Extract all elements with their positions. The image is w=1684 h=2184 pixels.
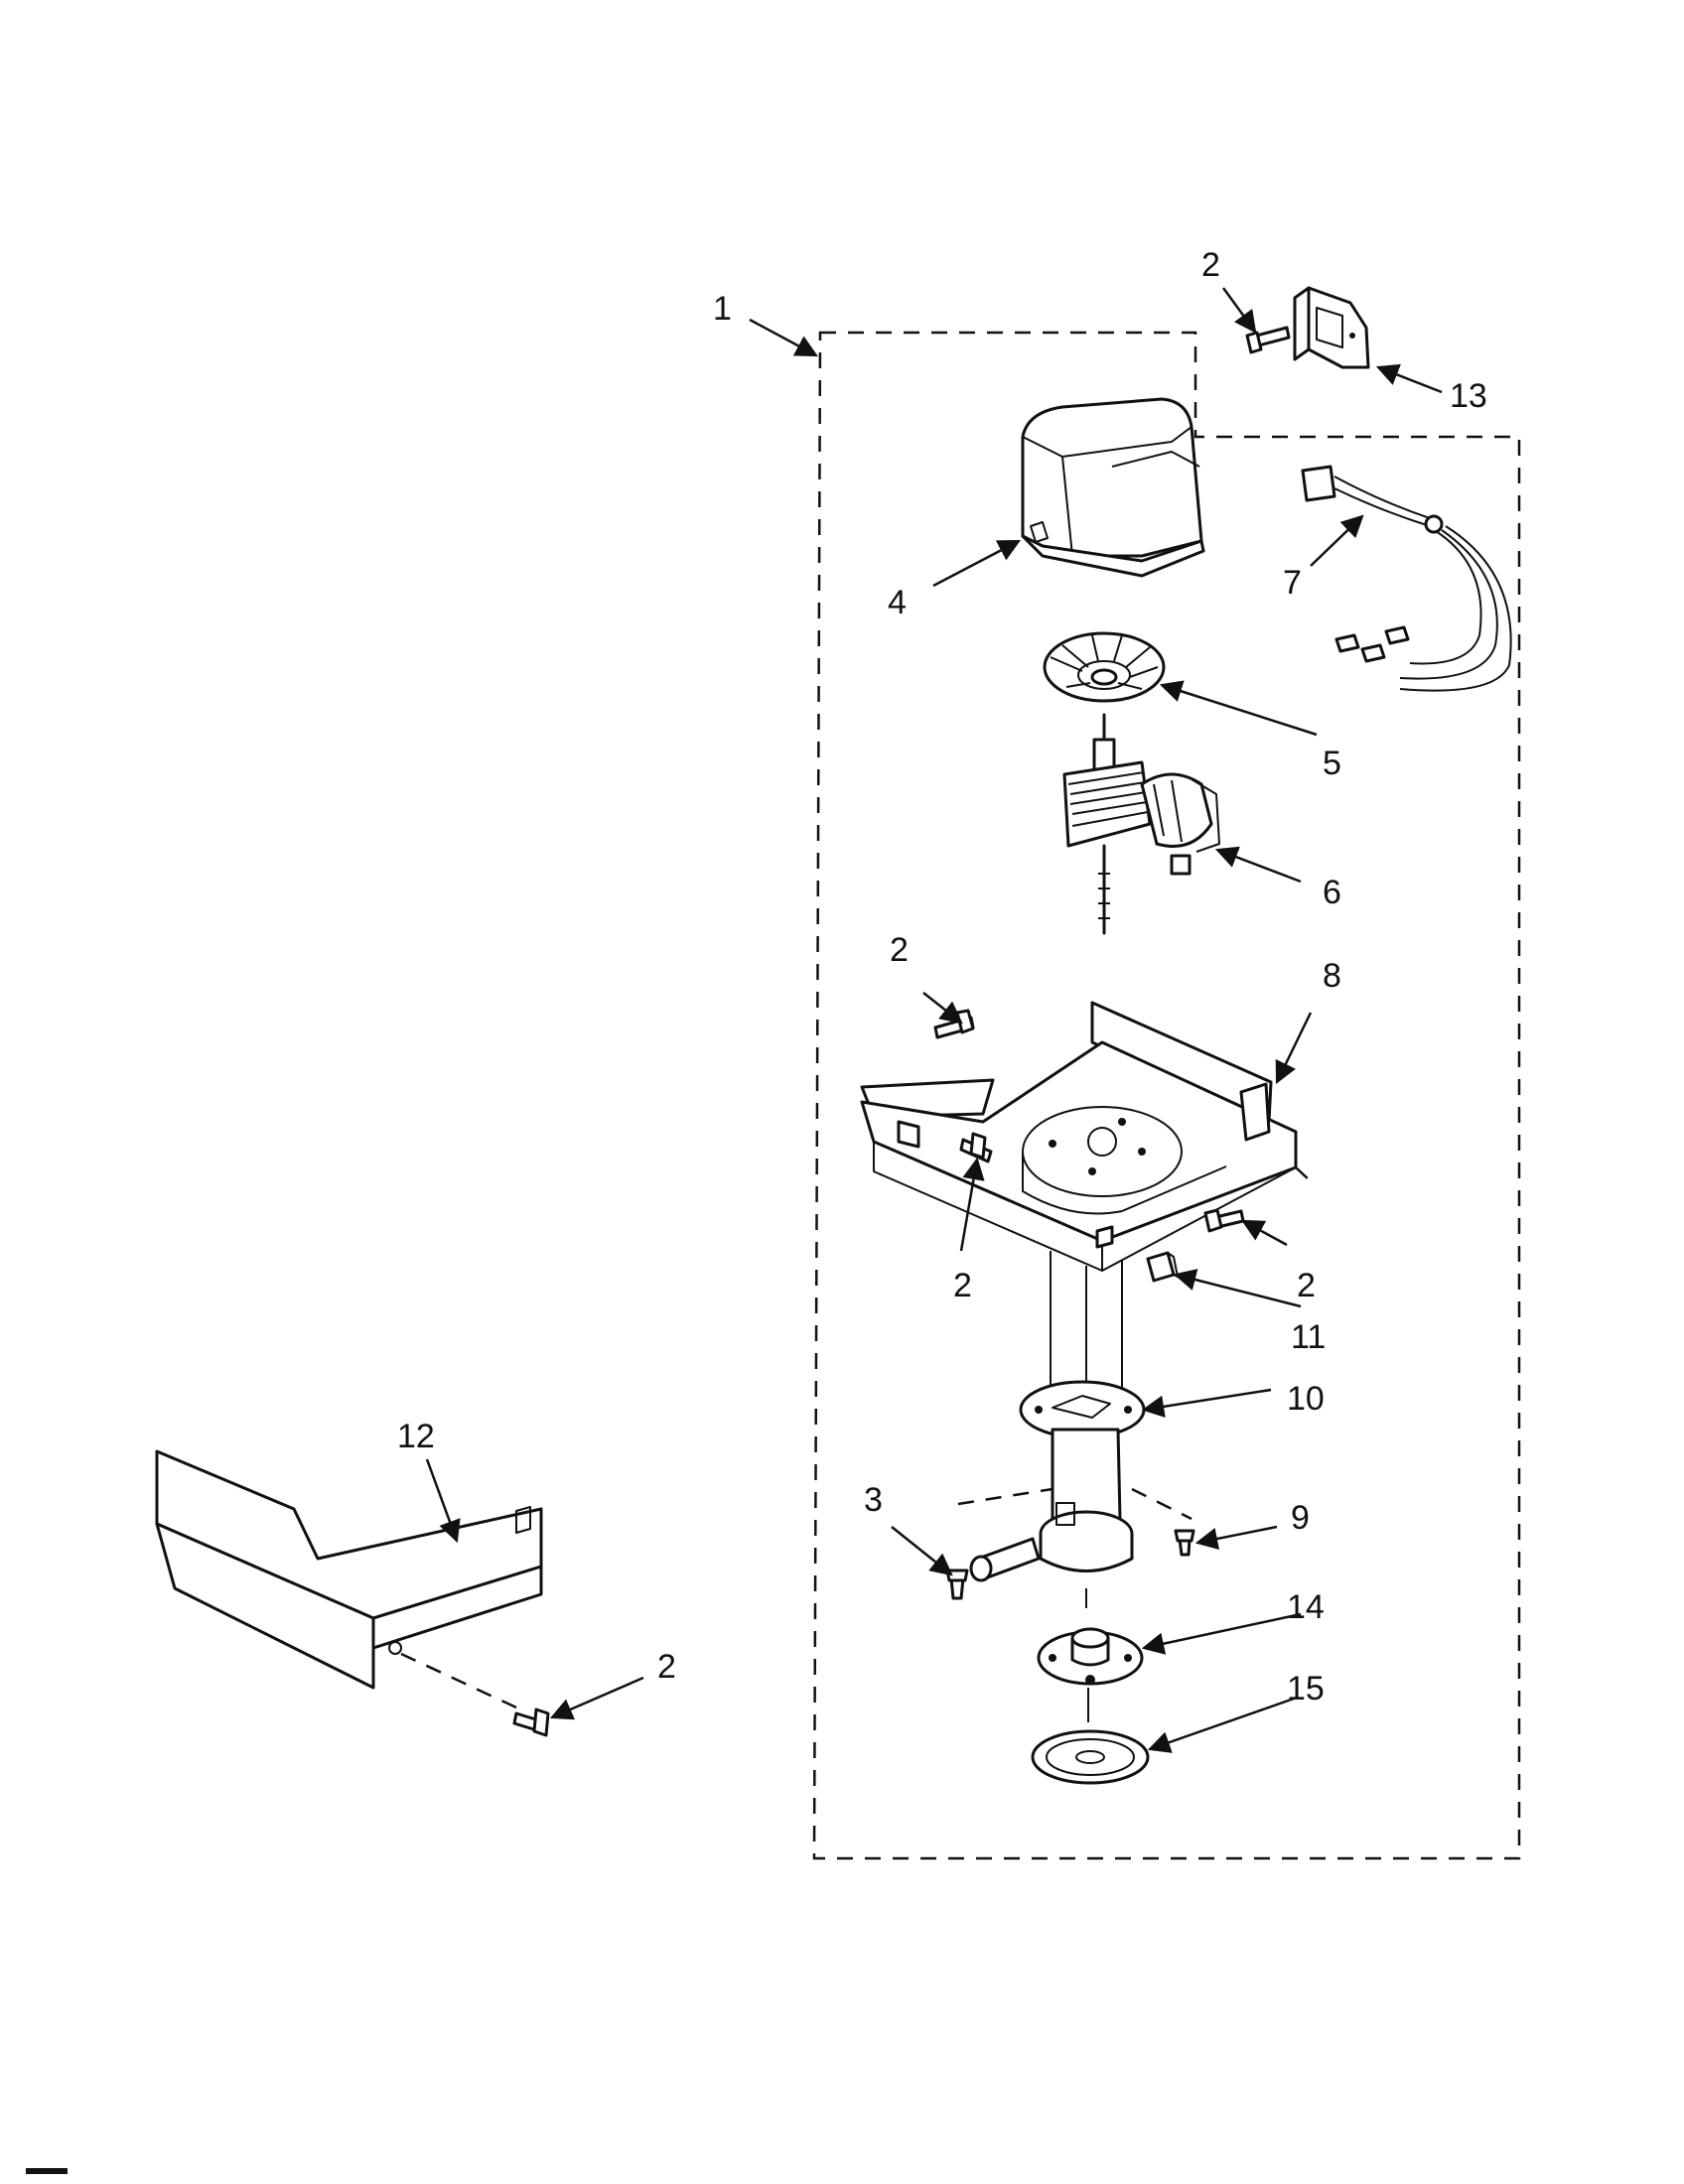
- callout-4: 4: [888, 584, 907, 621]
- impeller-part: [1037, 1588, 1144, 1686]
- callout-9: 9: [1291, 1499, 1310, 1537]
- cover-panel-part: [155, 1449, 543, 1709]
- screw-icon: [1245, 326, 1291, 354]
- callout-8: 8: [1323, 957, 1341, 995]
- callout-5: 5: [1323, 745, 1341, 782]
- bracket-part: [1293, 286, 1370, 369]
- motor-cover-part: [1021, 397, 1205, 578]
- corner-mark: [26, 2168, 68, 2174]
- assembly-boundary: [812, 331, 1521, 1860]
- screw-icon: [512, 1707, 550, 1737]
- callout-6: 6: [1323, 874, 1341, 911]
- callout-2: 2: [1201, 246, 1220, 284]
- callout-3: 3: [864, 1481, 883, 1519]
- callout-10: 10: [1287, 1380, 1325, 1418]
- fan-blade-part: [1043, 631, 1166, 703]
- callout-2: 2: [953, 1267, 972, 1304]
- fan-motor-part: [1062, 713, 1220, 935]
- callout-13: 13: [1450, 377, 1487, 415]
- wire-harness-part: [1301, 465, 1512, 692]
- callout-14: 14: [1287, 1588, 1325, 1626]
- screw-icon: [933, 1009, 975, 1039]
- callout-11: 11: [1291, 1318, 1326, 1356]
- screw-icon: [1174, 1529, 1195, 1557]
- callout-2: 2: [657, 1648, 676, 1686]
- pump-housing-part: [957, 1428, 1193, 1582]
- callout-15: 15: [1287, 1670, 1325, 1707]
- callout-2: 2: [890, 931, 909, 969]
- seal-part: [1031, 1688, 1150, 1785]
- callout-7: 7: [1283, 564, 1302, 602]
- mounting-plate-part: [860, 1001, 1312, 1272]
- callout-12: 12: [397, 1418, 435, 1455]
- callout-2: 2: [1297, 1267, 1316, 1304]
- clip-part: [1146, 1251, 1179, 1283]
- screw-icon: [1203, 1208, 1245, 1233]
- callout-1: 1: [713, 290, 732, 328]
